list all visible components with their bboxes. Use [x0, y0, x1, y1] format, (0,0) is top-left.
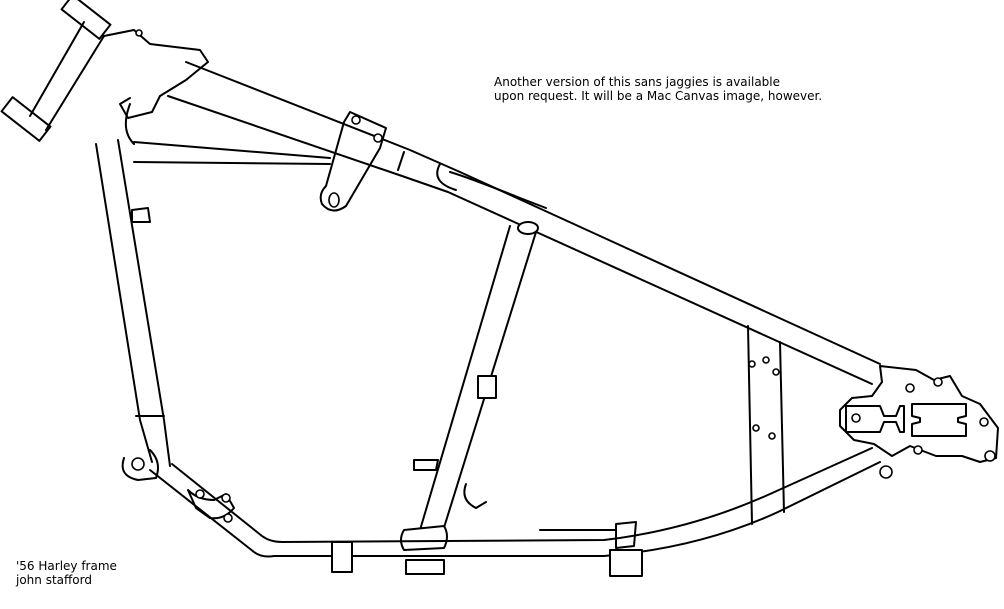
top-backbone-tube: [167, 61, 881, 385]
availability-note: Another version of this sans jaggies is …: [494, 75, 822, 103]
cradle-tab: [615, 521, 637, 549]
seat-post-clamp: [477, 375, 497, 399]
lower-cradle: [149, 447, 881, 577]
down-tube-tab: [131, 207, 151, 223]
tank-mount-tab: [319, 111, 387, 212]
axle-plate-hole-7: [984, 450, 996, 462]
top-tube-upper-edge: [185, 61, 881, 365]
steering-head-top-cup: [60, 0, 112, 40]
front-engine-mount: [121, 449, 159, 481]
cradle-clamp-center: [405, 559, 445, 575]
rear-frame-section: [747, 325, 785, 525]
rear-upright-hole-2: [748, 360, 756, 368]
axle-plate-hole-2: [905, 383, 915, 393]
engine-mount-hole-1: [195, 489, 205, 499]
rear-upright-hole-5: [768, 432, 776, 440]
tank-mount-bracket: [319, 111, 387, 212]
availability-note-line-1: Another version of this sans jaggies is …: [494, 75, 781, 89]
axle-slot-right: [911, 403, 967, 437]
cradle-clamp-right: [609, 549, 643, 577]
top-tube-lower-edge: [167, 95, 873, 385]
seat-post-gusset: [463, 483, 487, 509]
caption-title: '56 Harley frame: [16, 559, 117, 573]
engine-mount-hole-3: [223, 513, 233, 523]
front-down-tube: [95, 139, 171, 481]
cradle-rail-edges: [149, 447, 881, 558]
rear-upright-hole-1: [762, 356, 770, 364]
tank-mount-hole-right: [373, 133, 383, 143]
steering-head-bottom-cup: [0, 96, 52, 142]
seat-post-tube: [400, 221, 539, 551]
engine-mount-hole-2: [221, 493, 231, 503]
seat-post-bracket: [413, 459, 439, 471]
axle-plate-hole-1: [851, 413, 861, 423]
axle-plate-hole-3: [933, 377, 943, 387]
seat-post-base: [400, 525, 448, 551]
neck-brace-joint: [124, 103, 135, 145]
steering-head: [0, 0, 209, 142]
rear-upright-hole-4: [752, 424, 760, 432]
rear-upright-hole-3: [772, 368, 780, 376]
axle-plate-hole-5: [913, 445, 923, 455]
neck-brace-tube: [133, 141, 331, 165]
drawing-caption: '56 Harley frame john stafford: [16, 559, 117, 587]
front-engine-mount-hole: [131, 457, 145, 471]
axle-slot-left: [845, 405, 905, 433]
rear-upright-tubes: [747, 325, 785, 525]
cradle-clamp-left: [331, 541, 353, 573]
seat-post-cap: [517, 221, 539, 235]
caption-author: john stafford: [16, 573, 92, 587]
steering-head-tube: [29, 21, 105, 131]
tank-mount-hole-bottom: [328, 192, 340, 208]
neck-gusset: [103, 29, 209, 119]
rear-axle-plate: [839, 365, 999, 479]
axle-plate-hole-4: [979, 417, 989, 427]
axle-plate-hole-6: [879, 465, 893, 479]
tank-mount-hole-top: [351, 115, 361, 125]
availability-note-line-2: upon request. It will be a Mac Canvas im…: [494, 89, 823, 103]
down-tube-edges: [95, 139, 171, 467]
tank-mount-bulge: [397, 151, 547, 209]
neck-gusset-hole: [135, 29, 143, 37]
